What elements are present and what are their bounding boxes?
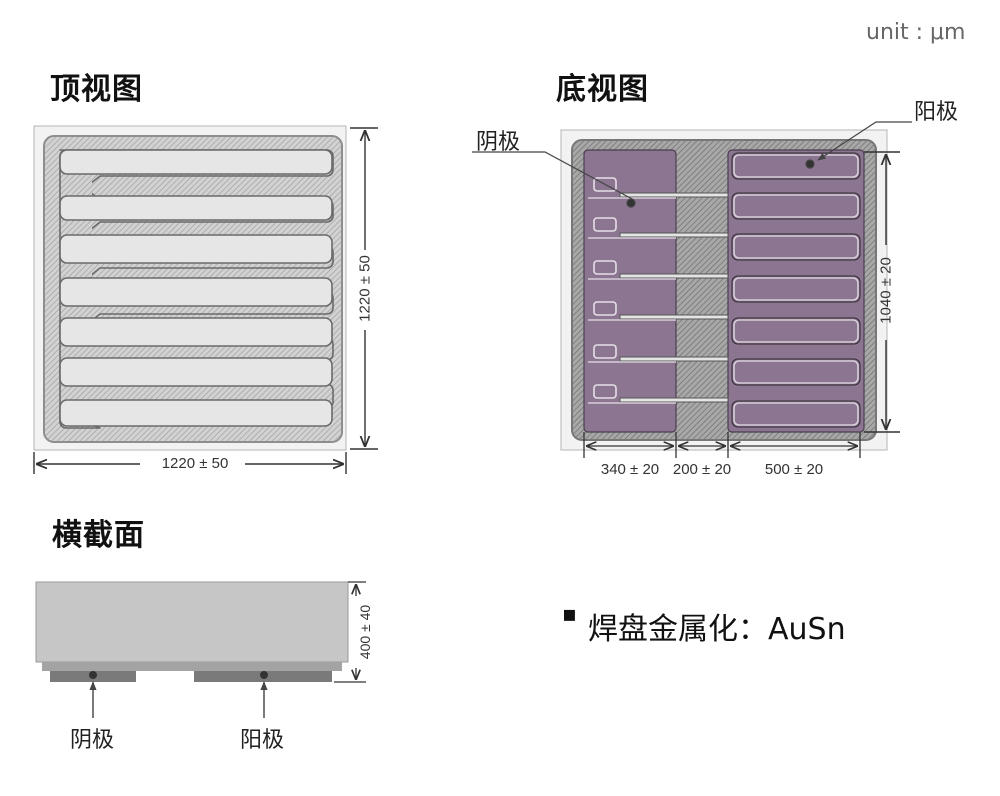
unit-label: unit : μm (866, 20, 966, 45)
bottom-view-seg1-label: 340 ± 20 (600, 461, 660, 478)
top-view-chip (33, 125, 347, 451)
bottom-view-chip (560, 129, 888, 451)
bottom-view-title: 底视图 (556, 72, 649, 107)
cathode-leader (472, 151, 636, 208)
cross-section-anode-label: 阳极 (240, 728, 285, 753)
bottom-view-width-dimensions (583, 432, 861, 458)
cross-section-title: 横截面 (52, 518, 145, 553)
cross-section-height-label: 400 ± 40 (357, 604, 373, 660)
anode-leader (805, 121, 912, 169)
bottom-view-seg3-label: 500 ± 20 (764, 461, 824, 478)
top-view-height-label: 1220 ± 50 (356, 255, 374, 322)
bottom-view-anode-label: 阳极 (914, 100, 959, 125)
bottom-view-cathode-label: 阴极 (476, 130, 521, 155)
metallization-note: 焊盘金属化：AuSn (588, 612, 846, 647)
bottom-view-height-dimension (864, 151, 900, 433)
cross-section-cathode-label: 阴极 (70, 728, 115, 753)
top-view-height-dimension (350, 127, 378, 450)
cross-section-body (35, 581, 349, 682)
bottom-view-seg2-label: 200 ± 20 (672, 461, 732, 478)
top-view-width-label: 1220 ± 50 (161, 455, 229, 472)
bullet-marker: ▪ (562, 602, 577, 627)
top-view-width-dimension (33, 452, 347, 474)
cross-section-height-dimension (334, 581, 366, 683)
top-view-title: 顶视图 (50, 72, 143, 107)
bottom-view-height-label: 1040 ± 20 (877, 257, 895, 324)
anode-pad (727, 149, 865, 433)
